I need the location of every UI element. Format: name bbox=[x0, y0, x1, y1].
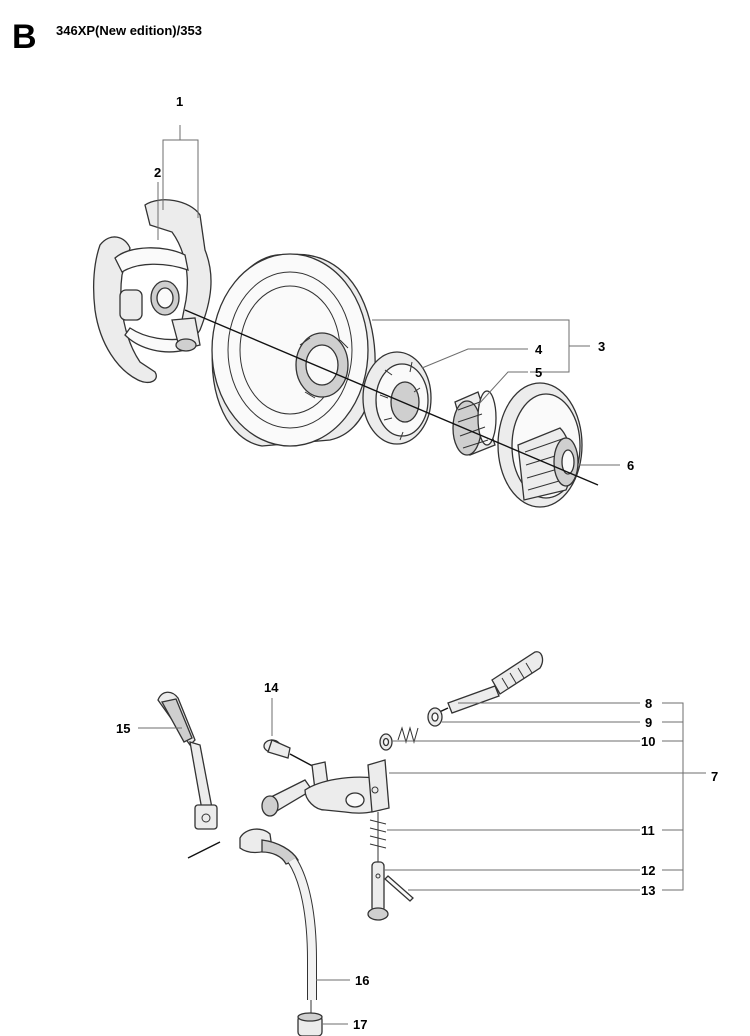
clutch-washer-part bbox=[497, 382, 583, 508]
callout-12: 12 bbox=[641, 863, 655, 878]
callout-8: 8 bbox=[645, 696, 652, 711]
section-letter: B bbox=[12, 18, 37, 56]
callout-3: 3 bbox=[598, 339, 605, 354]
rim-sprocket-part bbox=[362, 351, 432, 445]
clutch-drum-part bbox=[211, 253, 376, 447]
pump-washer-9-part bbox=[427, 707, 443, 727]
callout-1: 1 bbox=[176, 94, 183, 109]
pump-pin-part bbox=[384, 875, 414, 902]
clutch-shoe-part bbox=[92, 199, 212, 384]
pump-spring-11-part bbox=[369, 812, 387, 850]
needle-bearing-part bbox=[452, 390, 497, 456]
callout-16: 16 bbox=[355, 973, 369, 988]
callout-14: 14 bbox=[264, 680, 279, 695]
pump-spring-10-part bbox=[379, 726, 419, 751]
callout-5: 5 bbox=[535, 365, 542, 380]
pump-body-part bbox=[261, 759, 390, 817]
model-title: 346XP(New edition)/353 bbox=[56, 23, 202, 38]
callout-11: 11 bbox=[641, 823, 655, 838]
oil-pump-assembly-lower bbox=[138, 651, 706, 1036]
pump-piston-part bbox=[367, 850, 389, 921]
callout-15: 15 bbox=[116, 721, 130, 736]
oil-filter-part bbox=[297, 1000, 323, 1036]
callout-7: 7 bbox=[711, 769, 718, 784]
callout-leaders-upper bbox=[157, 125, 620, 466]
callout-10: 10 bbox=[641, 734, 655, 749]
oil-hose-part bbox=[239, 828, 317, 1000]
pump-shaft-part bbox=[434, 651, 544, 715]
callout-leaders-lower bbox=[138, 698, 706, 1025]
callout-6: 6 bbox=[627, 458, 634, 473]
callout-2: 2 bbox=[154, 165, 161, 180]
callout-13: 13 bbox=[641, 883, 655, 898]
callout-4: 4 bbox=[535, 342, 543, 357]
clutch-assembly-upper bbox=[92, 125, 620, 508]
callout-9: 9 bbox=[645, 715, 652, 730]
lever-arm-part bbox=[157, 691, 221, 859]
callout-17: 17 bbox=[353, 1017, 367, 1032]
